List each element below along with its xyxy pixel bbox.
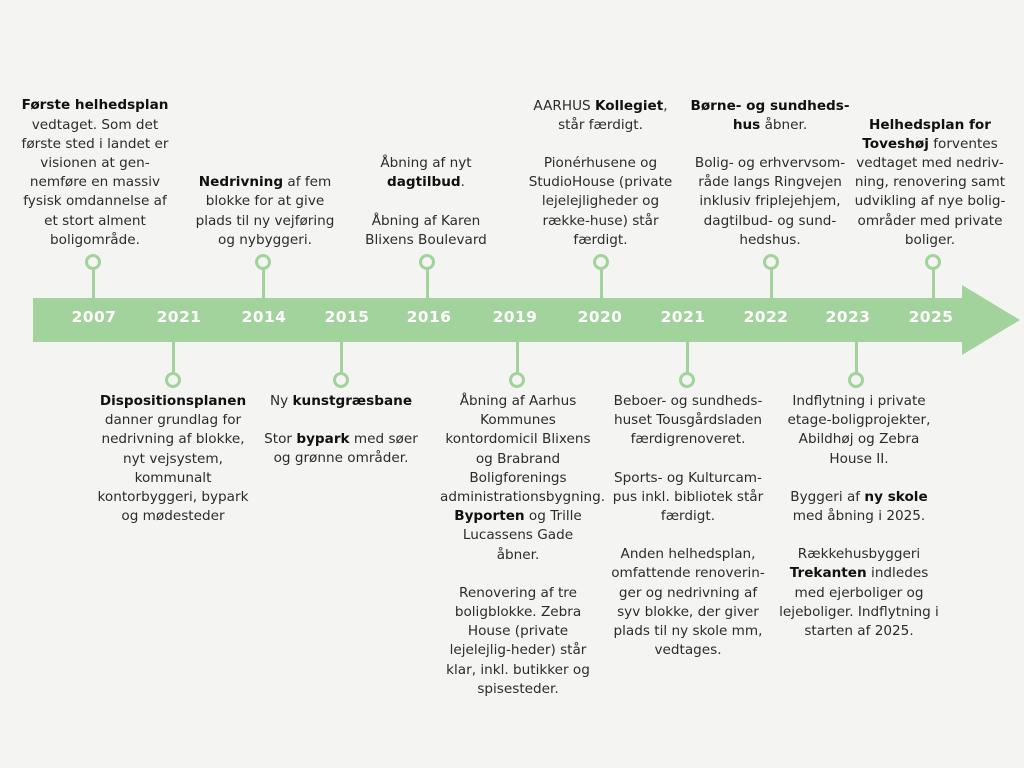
entry-highlight: Byporten xyxy=(454,508,525,525)
connector-stem-2020 xyxy=(600,264,603,300)
entry-block-2025: Helhedsplan for Toveshøj forventes vedta… xyxy=(854,112,1006,250)
entry-highlight: Kollegiet xyxy=(594,97,664,114)
entry-paragraph: AARHUS Kollegiet, står færdigt. xyxy=(533,97,668,133)
entry-highlight: Dispositionsplanen xyxy=(99,393,247,409)
connector-stem-2022 xyxy=(770,264,773,300)
connector-stem-2014 xyxy=(262,264,265,300)
entry-paragraph: Helhedsplan for Toveshøj forventes vedta… xyxy=(854,116,1006,248)
connector-dot-2022[interactable] xyxy=(763,254,779,270)
entry-highlight: dagtilbud xyxy=(387,174,461,191)
entry-block-2021b: Beboer- og sundheds-huset Tousgårdsladen… xyxy=(608,392,768,660)
entry-paragraph: Ny kunstgræsbane xyxy=(269,393,413,409)
year-label-8[interactable]: 2022 xyxy=(743,308,789,326)
timeline-arrowhead-icon xyxy=(962,285,1020,355)
entry-highlight: Børne- og sundheds-hus xyxy=(690,97,850,133)
year-label-2[interactable]: 2014 xyxy=(241,308,287,326)
entry-paragraph: Indflytning i private etage-boligprojekt… xyxy=(787,393,931,467)
entry-paragraph: Dispositionsplanen danner grundlag for n… xyxy=(97,393,249,525)
connector-stem-2015 xyxy=(340,340,343,382)
connector-stem-2016 xyxy=(426,264,429,300)
connector-dot-2025[interactable] xyxy=(925,254,941,270)
entry-highlight: Helhedsplan for Toveshøj xyxy=(862,116,991,152)
year-label-6[interactable]: 2020 xyxy=(577,308,623,326)
year-label-10[interactable]: 2025 xyxy=(908,308,954,326)
entry-paragraph: Nedrivning af fem blokke for at give pla… xyxy=(195,174,335,248)
entry-block-2021a: Dispositionsplanen danner grundlag for n… xyxy=(92,392,254,526)
entry-block-2014: Nedrivning af fem blokke for at give pla… xyxy=(190,150,340,250)
entry-paragraph: Pionérhusene og StudioHouse (private lej… xyxy=(528,154,673,248)
entry-paragraph: Renovering af tre boligblokke. Zebra Hou… xyxy=(446,584,590,697)
entry-block-2023: Indflytning i private etage-boligprojekt… xyxy=(778,392,940,641)
connector-dot-2016[interactable] xyxy=(419,254,435,270)
connector-stem-2023 xyxy=(855,340,858,382)
connector-stem-2021a xyxy=(172,340,175,382)
connector-dot-2021b[interactable] xyxy=(679,372,695,388)
entry-paragraph: Åbning af Karen Blixens Boulevard xyxy=(365,212,487,248)
entry-paragraph: Åbning af nyt dagtilbud. xyxy=(380,155,472,191)
entry-paragraph: Åbning af Aarhus Kommunes kontordomicil … xyxy=(440,393,606,563)
entry-block-2016: Åbning af nyt dagtilbud. Åbning af Karen … xyxy=(355,132,497,250)
entry-highlight: ny skole xyxy=(864,488,928,505)
connector-stem-2007 xyxy=(92,264,95,300)
connector-dot-2021a[interactable] xyxy=(165,372,181,388)
year-label-5[interactable]: 2019 xyxy=(492,308,538,326)
year-label-9[interactable]: 2023 xyxy=(825,308,871,326)
entry-block-2007: Første helhedsplan vedtaget. Som det før… xyxy=(20,78,170,250)
year-label-3[interactable]: 2015 xyxy=(324,308,370,326)
connector-stem-2025 xyxy=(932,264,935,300)
connector-dot-2014[interactable] xyxy=(255,254,271,270)
year-label-7[interactable]: 2021 xyxy=(660,308,706,326)
entry-highlight: bypark xyxy=(296,431,350,448)
entry-paragraph: Rækkehusbyggeri Trekanten indledes med e… xyxy=(779,546,939,640)
connector-dot-2007[interactable] xyxy=(85,254,101,270)
entry-highlight: Trekanten xyxy=(789,565,867,582)
connector-stem-2019 xyxy=(516,340,519,382)
entry-highlight: Nedrivning xyxy=(198,174,284,191)
entry-block-2019: Åbning af Aarhus Kommunes kontordomicil … xyxy=(440,392,606,699)
year-label-4[interactable]: 2016 xyxy=(406,308,452,326)
connector-dot-2023[interactable] xyxy=(848,372,864,388)
year-label-1[interactable]: 2021 xyxy=(156,308,202,326)
entry-paragraph: Første helhedsplan vedtaget. Som det før… xyxy=(21,97,169,248)
connector-dot-2015[interactable] xyxy=(333,372,349,388)
entry-highlight: kunstgræsbane xyxy=(292,393,413,409)
entry-block-2022: Børne- og sundheds-hus åbner. Bolig- og e… xyxy=(690,36,850,250)
connector-dot-2019[interactable] xyxy=(509,372,525,388)
entry-paragraph: Sports- og Kulturcam-pus inkl. bibliotek… xyxy=(612,469,764,525)
timeline-bar xyxy=(33,298,968,342)
entry-paragraph: Stor bypark med søer og grønne områder. xyxy=(264,431,418,467)
entry-paragraph: Anden helhedsplan, omfattende renoverin-… xyxy=(611,546,765,659)
connector-dot-2020[interactable] xyxy=(593,254,609,270)
entry-paragraph: Bolig- og erhvervsom-råde langs Ringveje… xyxy=(694,154,846,248)
entry-block-2020: AARHUS Kollegiet, står færdigt. Pionérhus… xyxy=(519,94,682,250)
entry-highlight: Første helhedsplan xyxy=(21,97,169,114)
connector-stem-2021b xyxy=(686,340,689,382)
entry-paragraph: Byggeri af ny skole med åbning i 2025. xyxy=(790,488,928,525)
year-label-0[interactable]: 2007 xyxy=(71,308,117,326)
entry-paragraph: Børne- og sundheds-hus åbner. xyxy=(690,97,850,133)
entry-paragraph: Beboer- og sundheds-huset Tousgårdsladen… xyxy=(613,393,763,448)
